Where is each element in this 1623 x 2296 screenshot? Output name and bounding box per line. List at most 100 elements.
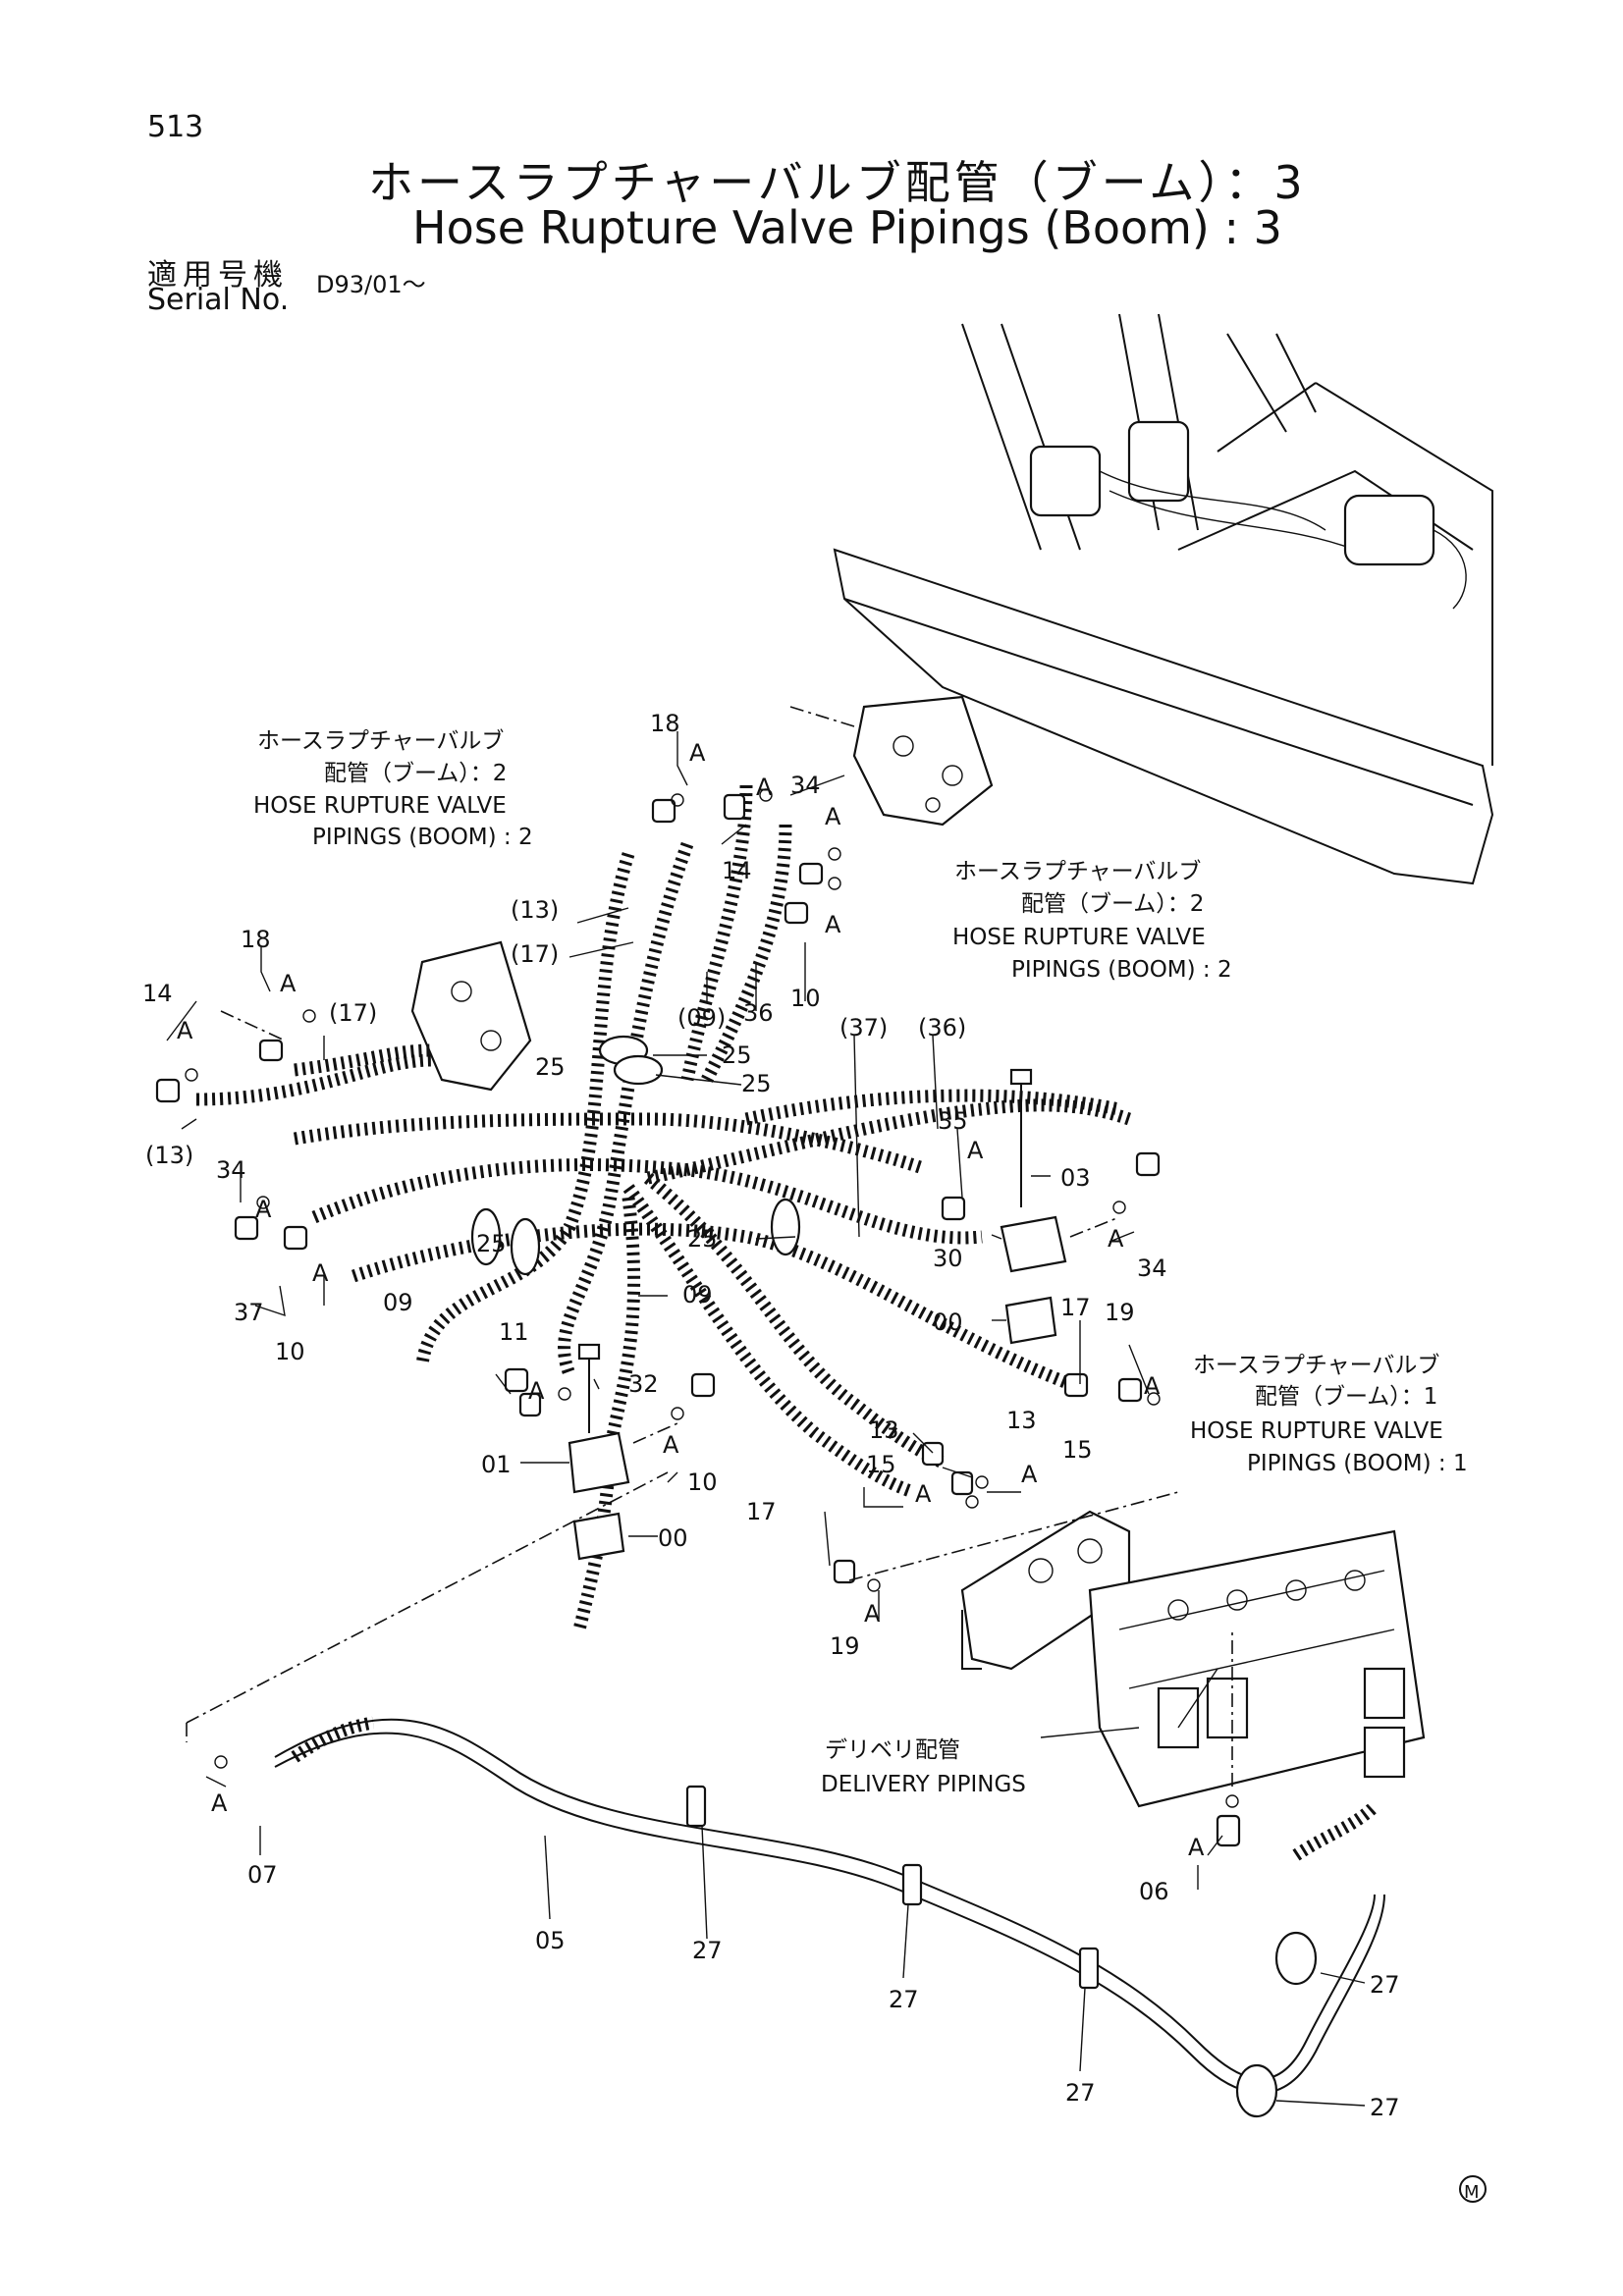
title-japanese: ホースラプチャーバルブ配管（ブーム）：3 [368,156,1307,209]
callout-01: 01 [481,1451,512,1478]
serial-label-japanese: 適用号機 [147,258,289,293]
callout-09-ref: (09) [677,1004,726,1032]
callout-27: 27 [1370,2094,1400,2121]
note-right-ref-en2: PIPINGS (BOOM) : 1 [1247,1451,1468,1476]
callout-00: 00 [933,1308,963,1336]
callout-17-ref: (17) [511,940,559,968]
footer-mark-letter: M [1464,2182,1480,2203]
callout-17: 17 [746,1498,777,1525]
callout-13-ref: (13) [511,896,559,924]
callout-17: 17 [1060,1294,1091,1321]
note-mid-ref-jp1: ホースラプチャーバルブ [954,859,1201,884]
callout-a: A [825,911,841,938]
callout-27: 27 [1065,2079,1096,2107]
callout-00: 00 [658,1524,688,1552]
callout-10: 10 [790,985,821,1012]
boom-outline [833,313,1494,885]
callout-a: A [211,1789,228,1817]
callout-a: A [177,1017,193,1044]
fittings [155,788,1241,1847]
callout-25: 25 [476,1230,507,1257]
callout-13: 13 [869,1416,899,1444]
note-delivery-jp: デリベリ配管 [825,1737,960,1763]
note-left-ref-jp1: ホースラプチャーバルブ [257,728,504,754]
callout-36-ref: (36) [918,1014,966,1041]
note-mid-ref-en1: HOSE RUPTURE VALVE [952,925,1206,950]
callout-36: 36 [743,999,774,1027]
callout-34: 34 [216,1156,246,1184]
callout-13: 13 [1006,1407,1037,1434]
callout-19: 19 [830,1632,860,1660]
note-right-ref-en1: HOSE RUPTURE VALVE [1190,1418,1443,1444]
callout-25: 25 [741,1070,772,1097]
callout-25: 25 [687,1225,718,1253]
callout-18: 18 [650,710,680,737]
callout-a: A [756,774,773,801]
callout-14: 14 [142,980,173,1007]
note-right-ref-jp1: ホースラプチャーバルブ [1193,1353,1439,1378]
note-left-ref-jp2: 配管（ブーム）：2 [324,761,507,786]
callout-a: A [312,1259,329,1287]
callout-37: 37 [234,1299,264,1326]
reference-notes: ホースラプチャーバルブ 配管（ブーム）：2 HOSE RUPTURE VALVE… [253,728,1468,1797]
callout-a: A [915,1480,932,1508]
callout-09: 09 [682,1281,713,1308]
callout-34: 34 [1137,1255,1167,1282]
callout-10: 10 [687,1468,718,1496]
callout-06: 06 [1139,1878,1169,1905]
callout-30: 30 [933,1245,963,1272]
callout-a: A [1108,1225,1124,1253]
callout-a: A [1188,1834,1205,1861]
hose-clamps [470,1035,801,1276]
title-english: Hose Rupture Valve Pipings (Boom) : 3 [412,201,1282,254]
part-callouts: 18 A A 34 A 14 A (13) (17) (09) 36 10 18… [142,710,1400,2121]
reference-lines [186,706,1233,1787]
flexible-hoses [195,784,1132,1631]
callout-03: 03 [1060,1164,1091,1192]
callout-a: A [1144,1372,1161,1400]
page-number: 513 [147,110,204,144]
callout-14: 14 [722,857,752,884]
callout-25: 25 [535,1053,566,1081]
leader-lines [166,731,1366,2107]
callout-a: A [825,803,841,830]
callout-a: A [689,739,706,767]
callout-15: 15 [1062,1436,1093,1464]
note-right-ref-jp2: 配管（ブーム）：1 [1255,1384,1437,1410]
delivery-pipe [274,1716,1385,2118]
callout-09: 09 [383,1289,413,1316]
note-mid-ref-jp2: 配管（ブーム）：2 [1021,891,1204,917]
callout-10: 10 [275,1338,305,1365]
note-mid-ref-en2: PIPINGS (BOOM) : 2 [1011,957,1232,983]
callout-a: A [528,1377,545,1405]
callout-a: A [967,1137,984,1164]
callout-34: 34 [790,772,821,799]
callout-37-ref: (37) [839,1014,888,1041]
callout-27: 27 [692,1937,723,1964]
hose-rupture-valve-top [852,695,994,827]
hose-rupture-valve-left [410,940,532,1092]
callout-11: 11 [499,1318,529,1346]
mounting-blocks [568,1068,1067,1561]
callout-35: 35 [938,1107,968,1135]
callout-19: 19 [1105,1299,1135,1326]
control-valve [1088,1529,1426,1808]
callout-27: 27 [889,1986,919,2013]
callout-a: A [1021,1461,1038,1488]
callout-a: A [255,1196,272,1223]
callout-32: 32 [628,1370,659,1398]
callout-25: 25 [722,1041,752,1069]
callout-27: 27 [1370,1971,1400,1999]
callout-13-ref: (13) [145,1142,193,1169]
callout-18: 18 [241,926,271,953]
serial-label-english: Serial No. [147,283,290,317]
callout-a: A [280,970,297,997]
footer-mark: M [1459,2175,1487,2203]
note-left-ref-en2: PIPINGS (BOOM) : 2 [312,825,533,850]
callout-a: A [864,1600,881,1628]
callout-07: 07 [247,1861,278,1889]
note-left-ref-en1: HOSE RUPTURE VALVE [253,793,507,819]
note-delivery-en: DELIVERY PIPINGS [821,1772,1026,1797]
